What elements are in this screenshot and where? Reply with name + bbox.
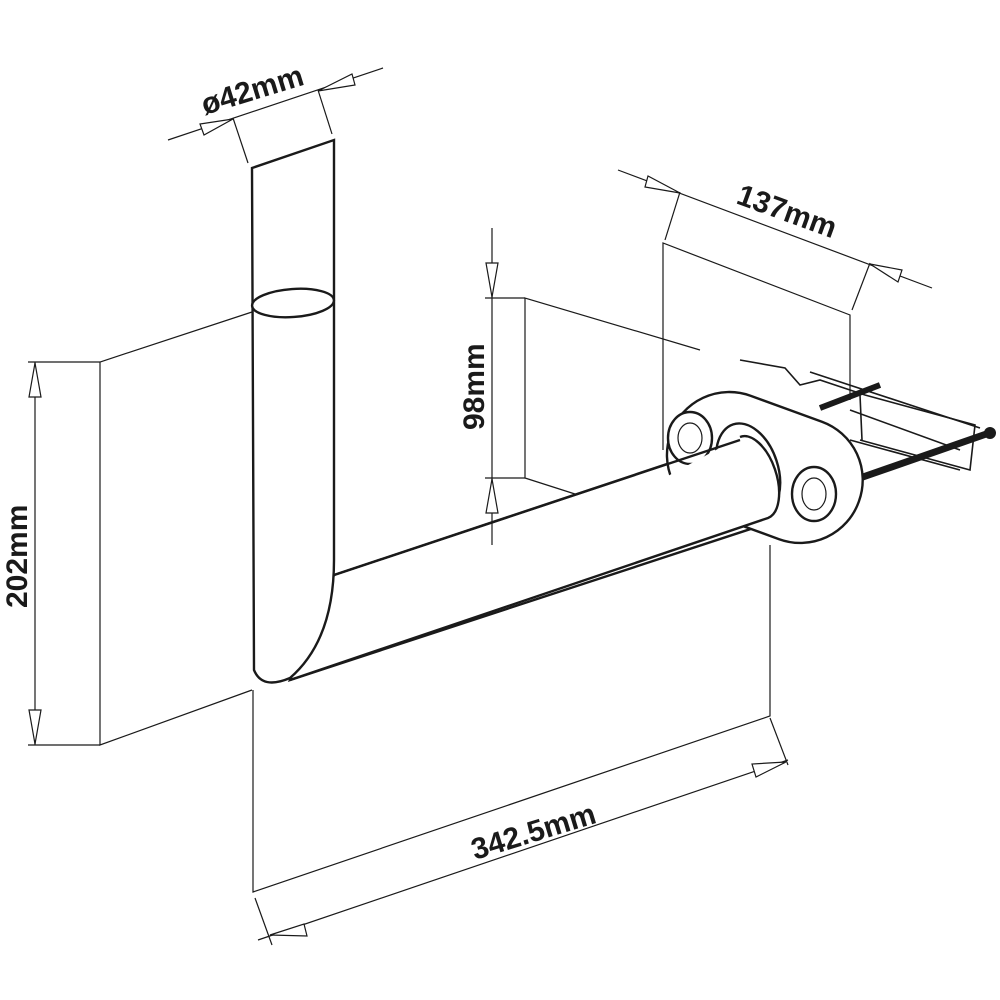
label-total-height: 202mm	[1, 505, 34, 608]
label-pipe-diameter: ø42mm	[197, 59, 307, 121]
dimension-plate-width: 137mm	[617, 169, 933, 311]
plate-reference-plane	[662, 242, 851, 450]
label-plate-width: 137mm	[733, 179, 841, 245]
clamp-bracket	[739, 359, 996, 482]
dimension-wall-distance: 342.5mm	[254, 717, 789, 946]
dimension-total-height: 202mm	[1, 361, 100, 746]
dimension-plate-height: 98mm	[458, 228, 525, 545]
label-plate-height: 98mm	[458, 343, 491, 430]
label-wall-distance: 342.5mm	[467, 798, 599, 867]
vertical-pipe	[250, 138, 336, 684]
back-reference-plane	[524, 297, 701, 495]
plate-hole-right	[790, 465, 838, 523]
bottom-reference-plane	[252, 545, 771, 893]
dimension-pipe-diameter: ø42mm	[167, 59, 384, 164]
mounting-plate	[289, 390, 864, 682]
left-reference-plane	[99, 311, 253, 746]
